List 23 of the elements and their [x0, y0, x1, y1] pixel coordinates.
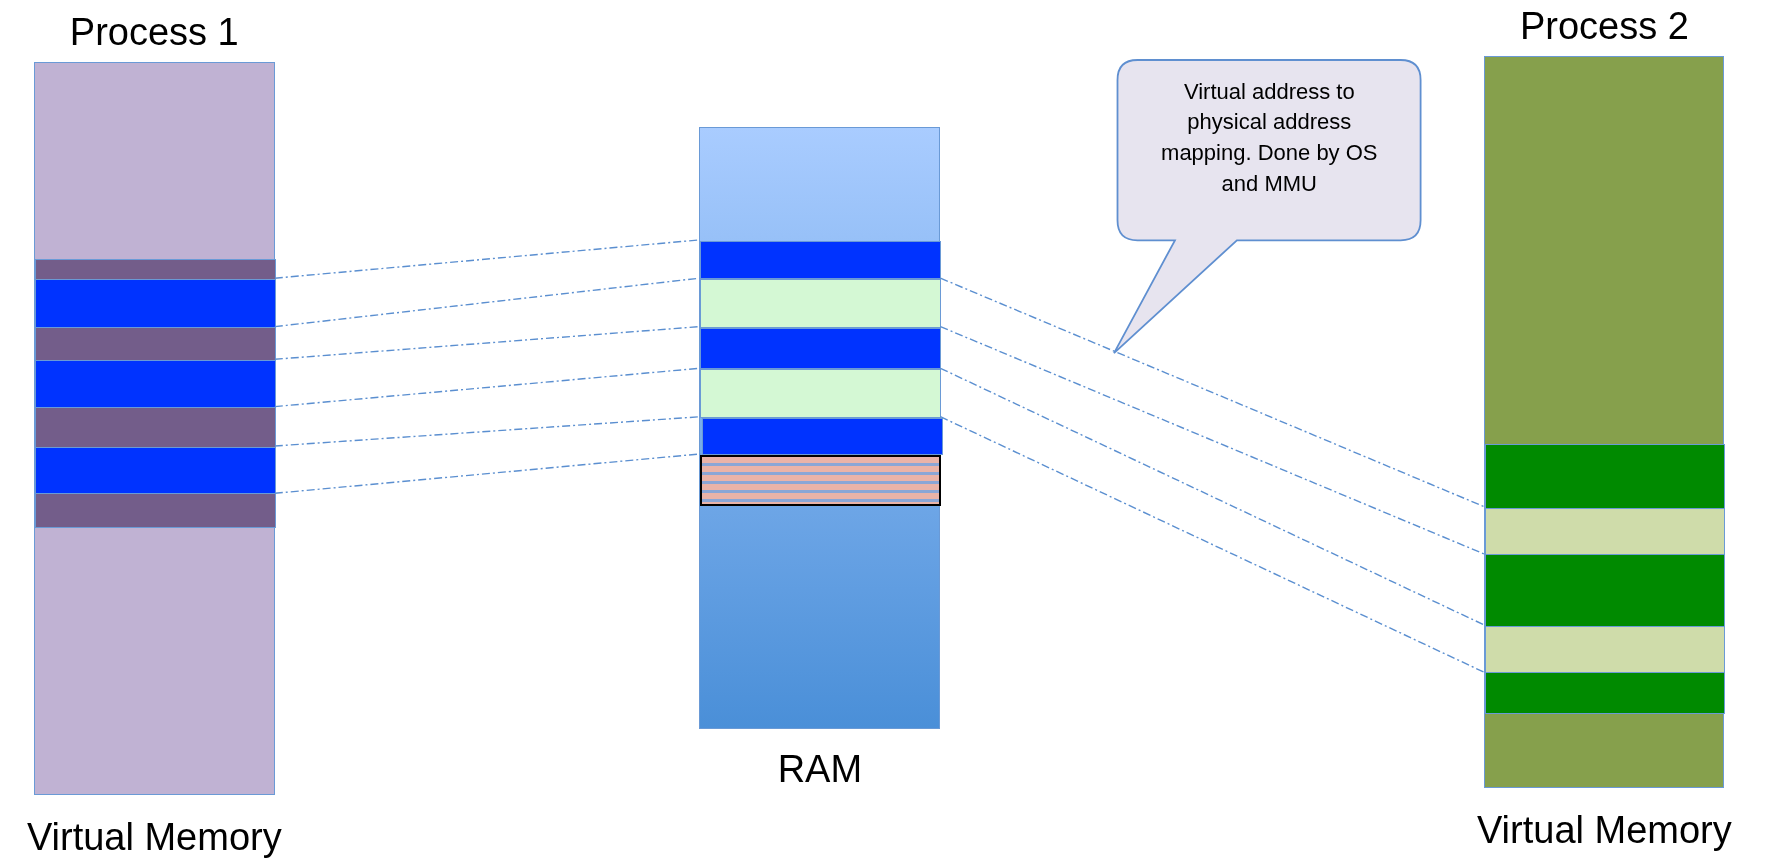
column-title: Process 2 [1519, 5, 1689, 49]
mapping-line [939, 277, 1486, 508]
column-title: RAM [777, 747, 863, 791]
memory-page [700, 369, 942, 418]
callout-text: Virtual address to physical address mapping. Done by OS and MMU [1160, 77, 1379, 198]
mapping-line [939, 325, 1486, 555]
memory-page [34, 279, 276, 328]
column-title: Process 1 [69, 10, 239, 54]
memory-page [701, 417, 943, 455]
speech-callout [1112, 58, 1422, 354]
mapping-line [274, 325, 701, 360]
memory-page [1485, 626, 1726, 674]
mapping-line [939, 416, 1486, 674]
memory-page [1485, 507, 1726, 556]
memory-page [700, 240, 942, 280]
mapping-line [939, 367, 1486, 626]
memory-page [34, 447, 276, 495]
mapping-line [274, 453, 702, 494]
memory-page [34, 360, 276, 408]
column-caption: Virtual Memory [1476, 809, 1732, 853]
memory-page [700, 327, 942, 370]
memory-page [700, 279, 942, 328]
column-caption: Virtual Memory [26, 816, 282, 860]
